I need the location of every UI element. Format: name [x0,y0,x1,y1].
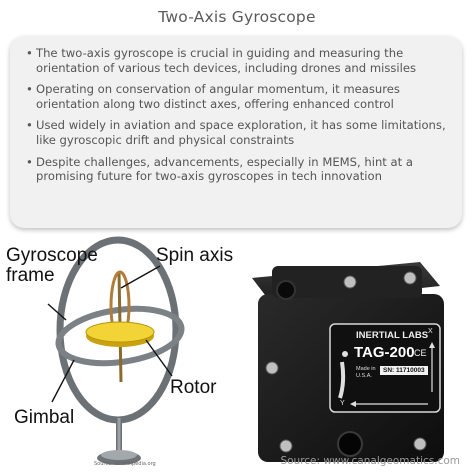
stand-stem [116,418,122,454]
axis-x-label: X [428,328,433,335]
made-in-line2: U.S.A. [356,373,372,379]
made-in-label: Made in U.S.A. [356,366,376,380]
device-model: TAG-200 [354,344,415,361]
label-frame-line1: Gyroscope [6,245,98,266]
summary-card: The two-axis gyroscope is crucial in gui… [10,36,462,228]
rotor-disk [85,321,155,343]
label-gyroscope-frame: Gyroscope frame [6,246,98,286]
diagram-credit: Source: en.wikipedia.org [94,461,156,467]
image-source: Source: www.canalgeomatics.com [280,455,460,467]
leader-frame [47,303,67,321]
leader-gimbal [51,359,75,403]
gimbal-ring [55,305,185,367]
page-title: Two-Axis Gyroscope [158,8,316,26]
ce-mark: CE [414,348,427,358]
axis-y-label: Y [340,400,345,407]
bullet-item: The two-axis gyroscope is crucial in gui… [26,46,458,75]
illustration-area: Gyroscope frame Spin axis Gimbal Rotor I… [0,232,474,474]
leader-rotor [145,339,173,377]
made-in-line1: Made in [356,366,376,372]
label-rotor: Rotor [170,377,217,398]
label-gimbal: Gimbal [14,407,75,428]
device-brand: INERTIAL LABS [356,330,429,341]
label-frame-line2: frame [6,265,55,286]
serial-number: SN: 11710003 [380,366,428,375]
bullet-item: Despite challenges, advancements, especi… [26,155,458,184]
bullet-list: The two-axis gyroscope is crucial in gui… [26,46,458,191]
leader-spin [120,265,161,289]
bullet-item: Used widely in aviation and space explor… [26,118,458,147]
tag-200-device [252,262,444,462]
label-spin-axis: Spin axis [156,245,234,266]
bullet-item: Operating on conservation of angular mom… [26,82,458,111]
